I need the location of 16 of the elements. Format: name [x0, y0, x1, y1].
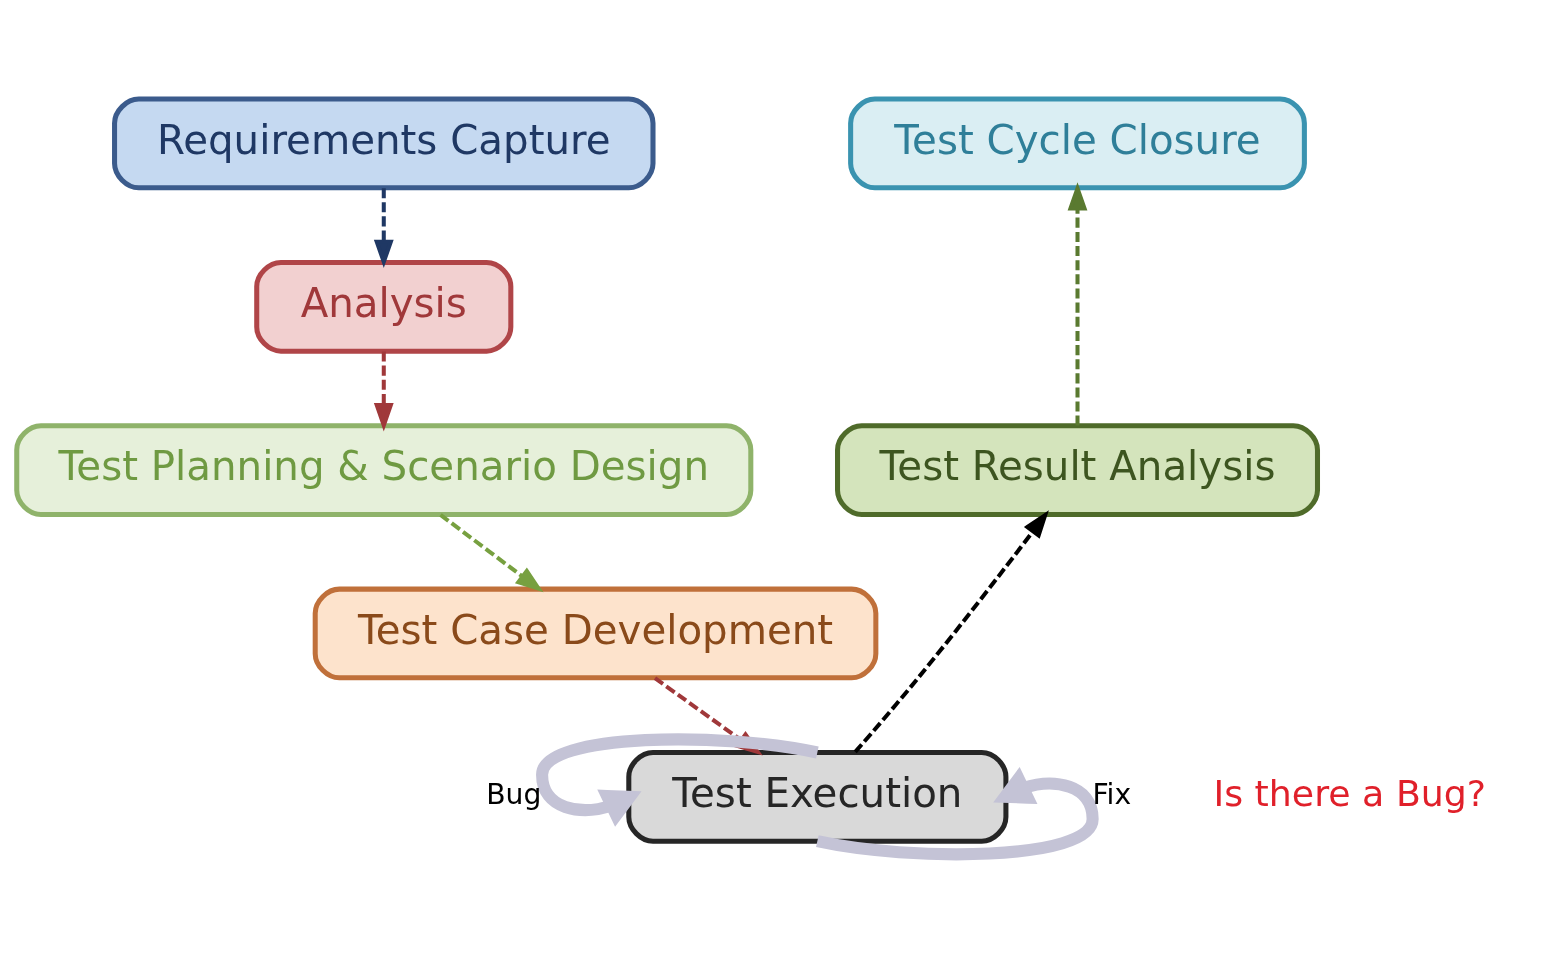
node-box: Test Planning & Scenario Design [14, 423, 754, 517]
node-box: Test Execution [626, 749, 1009, 844]
node-box: Requirements Capture [112, 96, 656, 191]
arrow [853, 510, 1049, 754]
label: Is there a Bug? [1213, 771, 1487, 815]
edge-label: Fix [1092, 778, 1132, 812]
arrow [816, 766, 1099, 861]
arrow [373, 188, 394, 269]
arrow [1067, 182, 1088, 426]
edge-label: Bug [486, 778, 542, 812]
node-box: Test Case Development [312, 586, 879, 681]
arrow [439, 513, 544, 593]
arrow [373, 351, 394, 432]
node-box: Test Cycle Closure [848, 96, 1307, 191]
node-box: Analysis [254, 259, 514, 354]
node-box: Test Result Analysis [835, 423, 1320, 517]
